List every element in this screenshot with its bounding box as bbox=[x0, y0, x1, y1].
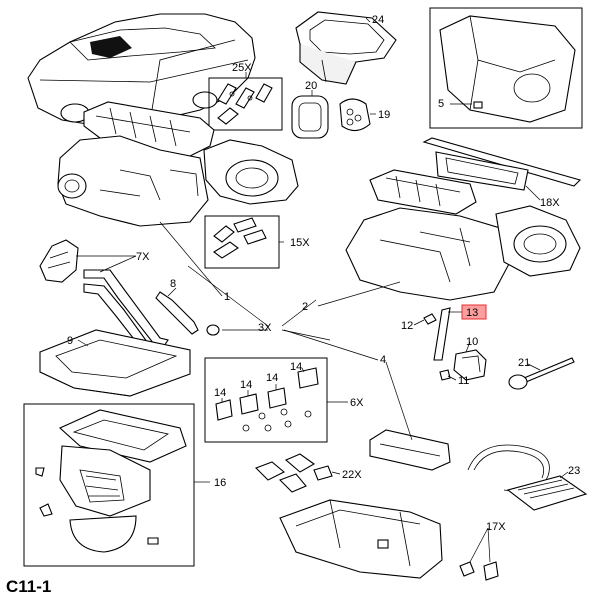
part-23-filter bbox=[506, 475, 588, 511]
part-18-strip bbox=[422, 137, 582, 191]
part-2-heater-housing bbox=[345, 169, 581, 301]
callout-25: 25X bbox=[232, 62, 252, 74]
callout-9: 9 bbox=[67, 335, 73, 347]
callout-4: 4 bbox=[380, 354, 386, 366]
highlight-callout-13 bbox=[461, 304, 487, 320]
part-17-cover bbox=[279, 499, 499, 581]
part-24-air-inlet bbox=[295, 11, 397, 85]
part-6-box bbox=[204, 357, 328, 443]
part-1-heater-housing bbox=[57, 101, 299, 227]
callout-15: 15X bbox=[290, 237, 310, 249]
callout-7: 7X bbox=[136, 251, 150, 263]
callout-12: 12 bbox=[401, 320, 413, 332]
part-13-rod bbox=[433, 307, 451, 361]
callout-8: 8 bbox=[170, 278, 176, 290]
callout-2: 2 bbox=[302, 301, 308, 313]
callout-11: 11 bbox=[458, 375, 469, 387]
part-10-bracket bbox=[453, 349, 487, 381]
part-15-clips bbox=[213, 217, 267, 259]
callout-10: 10 bbox=[466, 336, 478, 348]
part-8-pipe bbox=[155, 291, 220, 336]
callout-1: 1 bbox=[224, 291, 230, 303]
callout-22: 22X bbox=[342, 469, 362, 481]
callout-19: 19 bbox=[378, 109, 390, 121]
callout-14a: 14 bbox=[214, 387, 226, 399]
figure-code: C11-1 bbox=[6, 577, 51, 596]
callout-24: 24 bbox=[372, 14, 384, 26]
callout-18: 18X bbox=[540, 197, 560, 209]
callout-14b: 14 bbox=[240, 379, 252, 391]
part-5-inset-frame bbox=[429, 7, 583, 129]
part-9-tray bbox=[39, 329, 191, 397]
part-22-connectors bbox=[255, 453, 333, 493]
callout-14c: 14 bbox=[266, 372, 278, 384]
callout-23: 23 bbox=[568, 465, 580, 477]
part-7-heater-pipes bbox=[39, 239, 169, 355]
part-14-clips bbox=[215, 367, 319, 432]
part-25-clips bbox=[217, 83, 273, 125]
callout-3: 3X bbox=[258, 322, 272, 334]
part-21-bolt bbox=[508, 357, 575, 390]
part-20-seal bbox=[291, 95, 329, 139]
part-5-inset-housing bbox=[439, 15, 576, 123]
part-16-box bbox=[23, 403, 195, 567]
callout-13: 13 bbox=[466, 307, 478, 319]
part-11-screw bbox=[439, 369, 451, 381]
part-4-filter bbox=[369, 429, 451, 471]
callout-16: 16 bbox=[214, 477, 226, 489]
callout-6: 6X bbox=[350, 397, 364, 409]
part-19-grommet bbox=[339, 98, 371, 132]
callout-21: 21 bbox=[518, 357, 530, 369]
callout-14d: 14 bbox=[290, 361, 302, 373]
callout-5: 5 bbox=[438, 98, 444, 110]
callout-labels: 24 25X 20 19 5 18X 15X 7X 8 1 2 3X 9 4 1… bbox=[67, 14, 580, 533]
leader-lines bbox=[76, 17, 569, 563]
car-illustration bbox=[27, 13, 256, 127]
part-25-box bbox=[208, 77, 283, 131]
callout-17: 17X bbox=[486, 521, 506, 533]
callout-20: 20 bbox=[305, 80, 317, 92]
part-12-screw bbox=[423, 313, 437, 325]
part-16-blower bbox=[35, 409, 187, 553]
